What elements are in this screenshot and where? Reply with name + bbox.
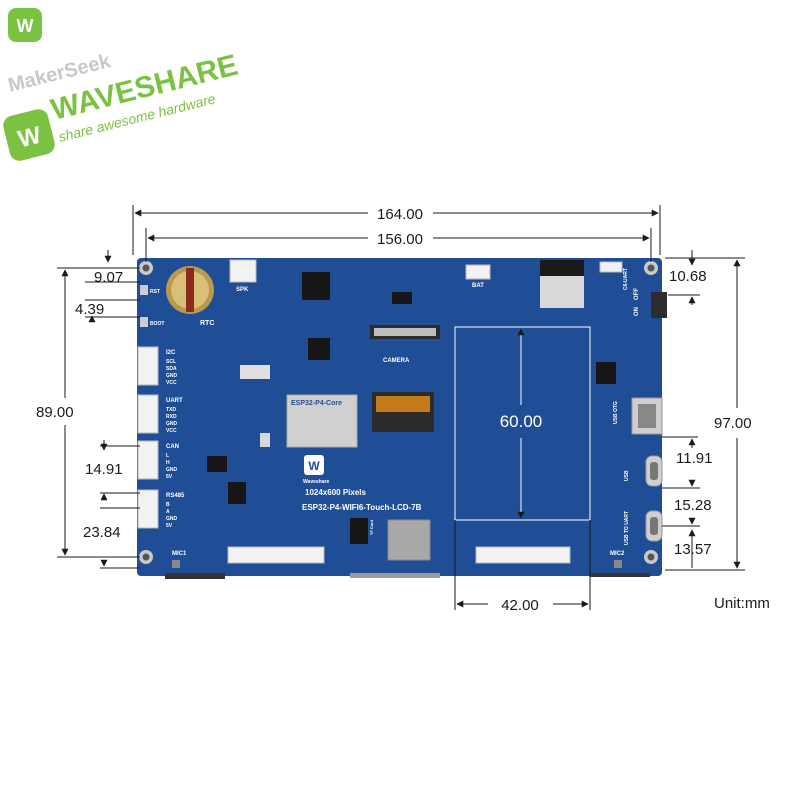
can-pin-3: GND <box>166 467 178 473</box>
dim-display-height: 60.00 <box>500 412 543 431</box>
rs485-connector <box>137 489 159 529</box>
uart-connector <box>137 394 159 434</box>
uart-pin-3: GND <box>166 421 178 427</box>
ic-chip <box>240 365 270 379</box>
rtc-battery-holder <box>166 266 214 314</box>
mic-icon <box>614 560 622 568</box>
dim-width-holes: 156.00 <box>377 231 423 248</box>
resolution-label: 1024x600 Pixels <box>305 488 366 497</box>
ic-chip <box>596 362 616 384</box>
rtc-label: RTC <box>200 320 214 327</box>
tf-card-slot <box>387 519 431 561</box>
dim-switch-offset: 10.68 <box>669 268 707 285</box>
on-label: ON <box>634 307 640 316</box>
c6-uart-label: C6-UART <box>623 268 629 290</box>
spk-label: SPK <box>236 287 249 293</box>
boot-label: BOOT <box>150 321 164 327</box>
spk-connector <box>229 259 257 283</box>
rs485-pin-1: B <box>166 502 170 508</box>
uart-pin-2: RXD <box>166 414 177 420</box>
module-name-label: ESP32-P4-Core <box>291 400 342 407</box>
model-label: ESP32-P4-WIFI6-Touch-LCD-7B <box>302 503 422 512</box>
waveshare-logo-icon: W <box>3 109 55 161</box>
dim-usb-otg-offset: 11.91 <box>676 450 712 467</box>
dim-height-total: 97.00 <box>714 415 752 432</box>
i2c-pin-2: SDA <box>166 366 177 372</box>
waveshare-board-logo-icon: W <box>304 455 324 475</box>
c6-uart-connector <box>599 261 623 273</box>
gpio-header <box>475 546 571 564</box>
esp32-p4-core-module <box>286 394 358 448</box>
waveshare-small-logo-icon: W <box>8 8 42 42</box>
dim-usb-uart-offset: 13.57 <box>674 541 712 558</box>
rst-label: RST <box>150 289 160 295</box>
svg-text:W: W <box>308 459 320 473</box>
can-label: CAN <box>166 444 179 450</box>
off-label: OFF <box>634 288 640 300</box>
usb-otg-label: USB OTG <box>613 401 619 424</box>
ic-chip <box>260 433 270 447</box>
usb-label: USB <box>624 470 630 481</box>
ic-chip <box>308 338 330 360</box>
uart-label: UART <box>166 398 183 404</box>
uart-pin-4: VCC <box>166 428 177 434</box>
rst-button <box>140 285 148 295</box>
i2c-pin-1: SCL <box>166 359 176 365</box>
mic-icon <box>172 560 180 568</box>
usb-c-port <box>645 455 663 487</box>
bat-connector <box>465 264 491 280</box>
i2c-connector <box>137 346 159 386</box>
usb-to-uart-label: USB TO UART <box>624 511 630 545</box>
usb-otg-port <box>631 397 663 435</box>
i2c-pin-4: VCC <box>166 380 177 386</box>
mounting-hole-icon <box>139 261 658 564</box>
ic-chip <box>350 518 368 544</box>
power-switch <box>651 292 667 318</box>
rs485-pin-3: GND <box>166 516 178 522</box>
gpio-header <box>227 546 325 564</box>
usb-c-uart-port <box>645 510 663 542</box>
display-area-outline <box>454 326 591 521</box>
rs485-pin-4: 5V <box>166 523 173 529</box>
unit-label: Unit:mm <box>714 595 770 612</box>
can-pin-2: H <box>166 460 170 466</box>
boot-button <box>140 317 148 327</box>
dimension-annotations <box>57 205 745 610</box>
brand-logo: W MakerSeek W WAVESHARE share awesome ha… <box>3 8 241 161</box>
ic-chip <box>302 272 330 300</box>
svg-text:W: W <box>17 16 34 36</box>
rs485-label: RS485 <box>166 493 185 499</box>
circuit-board: RTC RST BOOT SPK BAT C6-UART ON OFF CAME… <box>137 258 667 579</box>
tf-card-label: TF Card <box>369 519 374 535</box>
dim-display-width: 42.00 <box>501 597 539 614</box>
dim-height-holes: 89.00 <box>36 404 74 421</box>
ic-chip <box>392 292 412 304</box>
can-connector <box>137 440 159 480</box>
ic-chip <box>207 456 227 472</box>
rs485-pin-2: A <box>166 509 170 515</box>
board-brand-label: Waveshare <box>303 479 329 485</box>
i2c-pin-3: GND <box>166 373 178 379</box>
dim-width-outer: 164.00 <box>377 206 423 223</box>
dim-top-offset-2: 4.39 <box>75 301 104 318</box>
ic-chip <box>228 482 246 504</box>
can-pin-4: 5V <box>166 474 173 480</box>
camera-label: CAMERA <box>383 358 410 364</box>
dim-rs485-spacing: 23.84 <box>83 524 121 541</box>
bat-label: BAT <box>472 283 484 289</box>
mic2-label: MIC2 <box>610 551 625 557</box>
i2c-label: I2C <box>166 350 176 356</box>
dim-top-offset: 9.07 <box>94 269 123 286</box>
mic1-label: MIC1 <box>172 551 187 557</box>
dim-usb-spacing: 15.28 <box>674 497 712 514</box>
dim-can-spacing: 14.91 <box>85 461 123 478</box>
uart-pin-1: TXD <box>166 407 176 413</box>
can-pin-1: L <box>166 453 169 459</box>
